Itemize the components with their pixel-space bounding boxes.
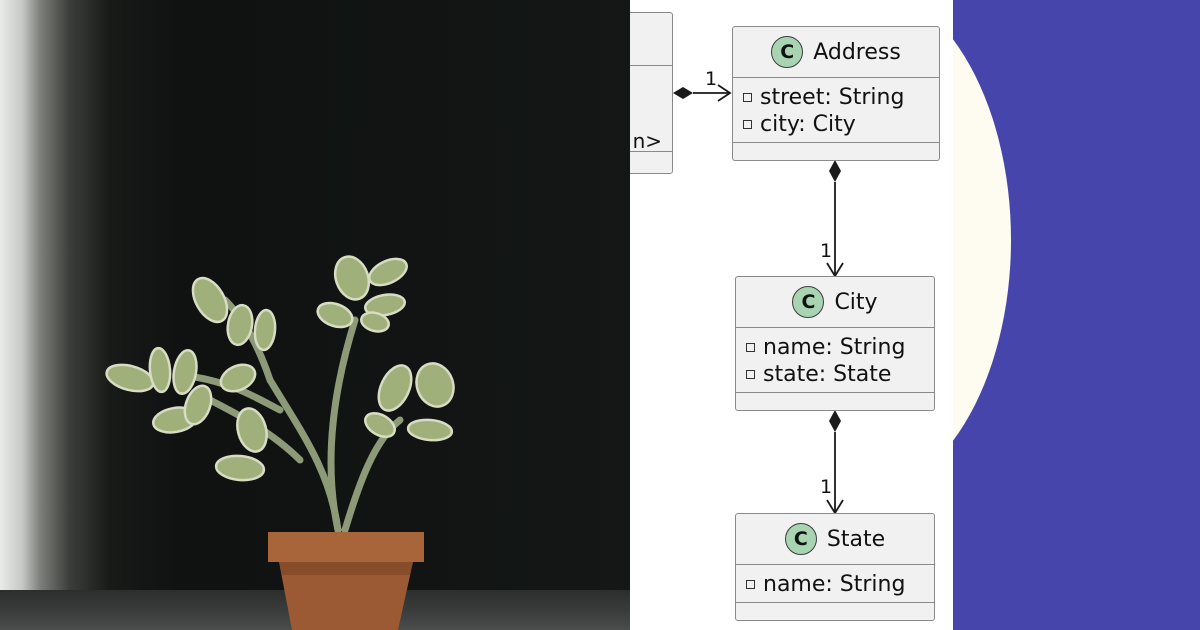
multiplicity-label: 1 <box>820 476 833 498</box>
composition-association-city-state <box>826 410 844 515</box>
multiplicity-label: 1 <box>820 240 833 262</box>
attribute-list: name: String state: State <box>736 328 934 393</box>
plant-photo <box>0 0 630 630</box>
method-compartment <box>736 603 934 613</box>
class-city: C City name: String state: State <box>735 276 935 411</box>
class-name: State <box>826 526 886 552</box>
private-visibility-icon <box>746 580 755 589</box>
class-header: C Address <box>733 27 939 78</box>
class-badge-icon: C <box>784 523 817 555</box>
class-badge-icon: C <box>771 36 804 68</box>
class-state: C State name: String <box>735 513 935 621</box>
composition-association-partial-address <box>673 84 732 102</box>
association-lines <box>673 84 844 515</box>
attribute-text: street: String <box>760 85 905 110</box>
private-visibility-icon <box>743 120 752 129</box>
class-header: C State <box>736 514 934 565</box>
private-visibility-icon <box>743 93 752 102</box>
partial-class-box: n> <box>630 12 673 174</box>
attribute-list: name: String <box>736 565 934 603</box>
attribute-row: state: State <box>746 361 926 388</box>
decorative-panel <box>953 0 1200 630</box>
attribute-text: state: State <box>763 362 892 387</box>
method-compartment <box>733 143 939 153</box>
class-address: C Address street: String city: City <box>732 26 940 161</box>
class-name: City <box>834 289 878 315</box>
attribute-row: name: String <box>746 334 926 361</box>
decorative-circle <box>953 0 1011 500</box>
attribute-row: street: String <box>743 84 931 111</box>
attribute-text: city: City <box>760 112 856 137</box>
private-visibility-icon <box>746 343 755 352</box>
class-divider <box>630 151 672 152</box>
class-badge-icon: C <box>792 286 825 318</box>
pot-rim <box>268 532 424 562</box>
class-divider <box>630 65 672 66</box>
method-compartment <box>736 393 934 403</box>
attribute-list: street: String city: City <box>733 78 939 143</box>
partial-class-text: n> <box>632 129 662 153</box>
attribute-row: name: String <box>746 571 926 598</box>
attribute-text: name: String <box>763 572 906 597</box>
attribute-text: name: String <box>763 335 906 360</box>
attribute-row: city: City <box>743 111 931 138</box>
uml-class-diagram: n> 1 1 1 C Address street: String <box>630 0 953 630</box>
multiplicity-label: 1 <box>705 68 718 90</box>
private-visibility-icon <box>746 370 755 379</box>
potted-plant-illustration <box>105 255 455 630</box>
class-header: C City <box>736 277 934 328</box>
class-name: Address <box>813 39 901 65</box>
